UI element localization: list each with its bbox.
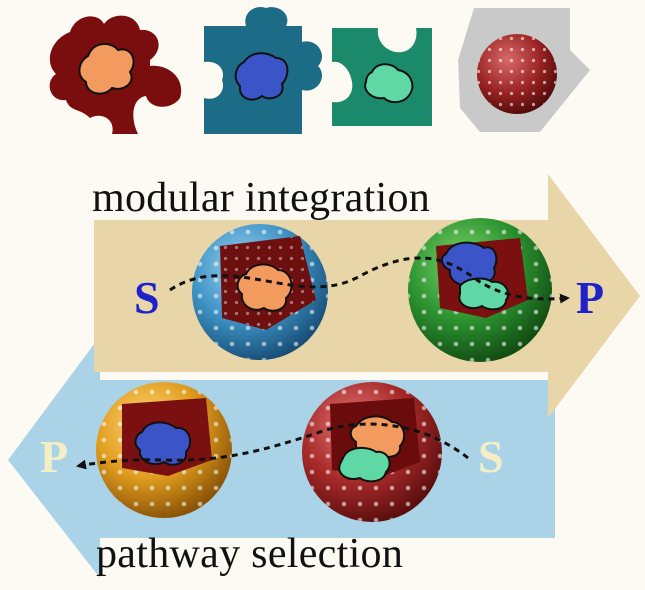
capsule-red-sphere: [302, 382, 442, 522]
label-pathway-selection: pathway selection: [96, 531, 404, 577]
substrate-label-top: S: [134, 272, 160, 323]
puzzle-piece-red-icon: [49, 15, 182, 135]
capsule-blue-sphere: [192, 224, 328, 360]
product-label-bottom: P: [40, 431, 69, 482]
label-modular-integration: modular integration: [92, 175, 431, 221]
substrate-label-bottom: S: [478, 431, 504, 482]
puzzle-piece-blue-icon: [204, 6, 323, 135]
top-pathway-line: [169, 256, 570, 304]
puzzle-piece-green-icon: [332, 28, 432, 126]
product-label-top: P: [576, 272, 605, 323]
bottom-pathway-line: [76, 422, 469, 470]
capsule-green-sphere: [408, 218, 552, 362]
capsule-orange-sphere: [96, 382, 232, 518]
shell-sphere-icon: [458, 8, 590, 132]
